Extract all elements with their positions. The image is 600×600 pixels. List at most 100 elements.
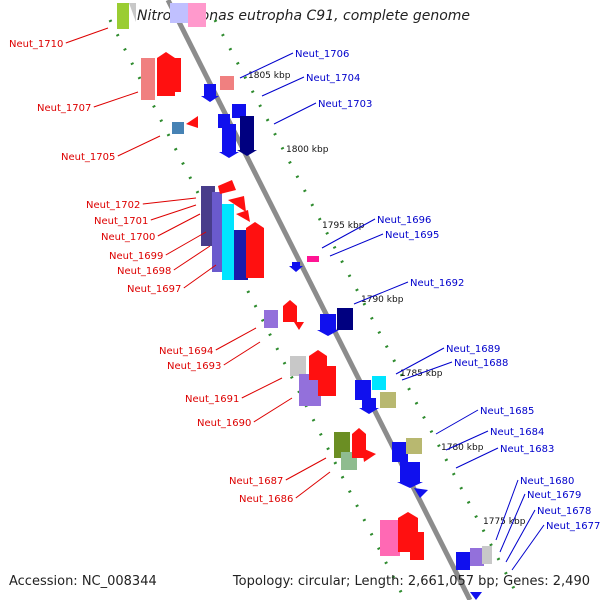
gene-label: Neut_1684 — [490, 427, 544, 438]
gene-label: Neut_1704 — [306, 73, 360, 84]
scale-tick-label: 1780 kbp — [441, 443, 484, 453]
gene-block — [337, 308, 353, 330]
gene-block — [414, 488, 428, 498]
leader-line — [165, 231, 207, 256]
backbone-layer — [165, 0, 473, 600]
gene-label: Neut_1698 — [117, 266, 171, 277]
gene-label: Neut_1677 — [546, 521, 600, 532]
gene-label: Neut_1700 — [101, 232, 155, 243]
scale-tick-label: 1795 kbp — [322, 221, 365, 231]
gene-block — [141, 58, 155, 100]
gene-block — [232, 104, 246, 118]
leader-line — [511, 524, 545, 571]
gene-block — [234, 230, 248, 280]
leader-line — [215, 327, 257, 351]
gene-block — [380, 520, 400, 556]
gene-block — [318, 366, 336, 396]
leader-line — [150, 204, 197, 221]
leader-line — [321, 218, 376, 249]
scale-layer: 1805 kbp 1800 kbp 1795 kbp 1790 kbp 1785 kbp… — [108, 19, 526, 600]
labels-layer: Neut_1710Neut_1707Neut_1705Neut_1702Neut… — [9, 39, 600, 532]
leader-line — [239, 52, 294, 79]
gene-label: Neut_1690 — [197, 418, 251, 429]
backbone-line — [165, 0, 473, 600]
gene-block — [186, 116, 198, 128]
leader-line — [157, 213, 201, 237]
gene-block — [397, 462, 423, 488]
gene-label: Neut_1688 — [454, 358, 508, 369]
gene-label: Neut_1710 — [9, 39, 63, 50]
leader-line — [273, 102, 317, 125]
gene-label: Neut_1707 — [37, 103, 91, 114]
gene-block — [173, 58, 181, 92]
leader-line — [435, 409, 479, 435]
gene-label: Neut_1699 — [109, 251, 163, 262]
leader-line — [261, 76, 305, 97]
gene-block — [117, 3, 129, 29]
leader-line — [505, 509, 536, 563]
leader-line — [395, 347, 445, 375]
gene-block — [362, 448, 376, 462]
leader-line — [329, 233, 384, 257]
leader-line — [499, 493, 526, 553]
gene-block — [219, 124, 239, 158]
gene-label: Neut_1694 — [159, 346, 213, 357]
gene-label: Neut_1692 — [410, 278, 464, 289]
scale-tick-label: 1790 kbp — [361, 295, 404, 305]
gene-label: Neut_1687 — [229, 476, 283, 487]
gene-label: Neut_1678 — [537, 506, 591, 517]
genes-layer — [117, 3, 492, 600]
gene-block — [359, 398, 379, 414]
gene-block — [264, 310, 278, 328]
gene-label: Neut_1705 — [61, 152, 115, 163]
leader-line — [117, 135, 161, 157]
gene-label: Neut_1686 — [239, 494, 293, 505]
gene-block — [334, 432, 350, 458]
gene-block — [201, 186, 215, 246]
leader-line — [295, 471, 331, 499]
gene-block — [289, 262, 303, 272]
topology-text: Topology: circular; Length: 2,661,057 bp… — [232, 574, 590, 589]
gene-block — [228, 196, 246, 212]
leader-line — [285, 457, 327, 481]
scale-tick-label: 1800 kbp — [286, 145, 329, 155]
leader-line — [455, 447, 499, 469]
gene-block — [470, 592, 482, 600]
gene-block — [317, 314, 339, 336]
leader-line — [401, 361, 453, 381]
gene-label: Neut_1693 — [167, 361, 221, 372]
scale-tick-label: 1805 kbp — [248, 71, 291, 81]
gene-block — [410, 532, 424, 560]
gene-block — [307, 256, 319, 262]
gene-label: Neut_1703 — [318, 99, 372, 110]
gene-label: Neut_1683 — [500, 444, 554, 455]
gene-block — [236, 210, 250, 222]
gene-block — [482, 546, 492, 564]
gene-block — [294, 322, 304, 330]
gene-label: Neut_1695 — [385, 230, 439, 241]
gene-label: Neut_1702 — [86, 200, 140, 211]
leader-line — [65, 27, 109, 44]
gene-block — [237, 116, 257, 156]
leader-line — [445, 430, 489, 451]
gene-block — [406, 438, 422, 454]
gene-block — [456, 552, 470, 570]
accession-text: Accession: NC_008344 — [9, 574, 157, 589]
gene-label: Neut_1680 — [520, 476, 574, 487]
gene-block — [246, 222, 264, 278]
leader-lines-layer — [65, 27, 545, 571]
gene-label: Neut_1697 — [127, 284, 181, 295]
gene-label: Neut_1706 — [295, 49, 349, 60]
scale-tick-label: 1785 kbp — [400, 369, 443, 379]
gene-label: Neut_1701 — [94, 216, 148, 227]
gene-block — [222, 204, 234, 280]
leader-line — [223, 341, 261, 366]
gene-block — [220, 76, 234, 90]
leader-line — [241, 377, 283, 399]
leader-line — [353, 281, 409, 305]
gene-block — [380, 392, 396, 408]
leader-line — [173, 245, 211, 271]
gene-label: Neut_1696 — [377, 215, 431, 226]
gene-block — [218, 180, 236, 194]
